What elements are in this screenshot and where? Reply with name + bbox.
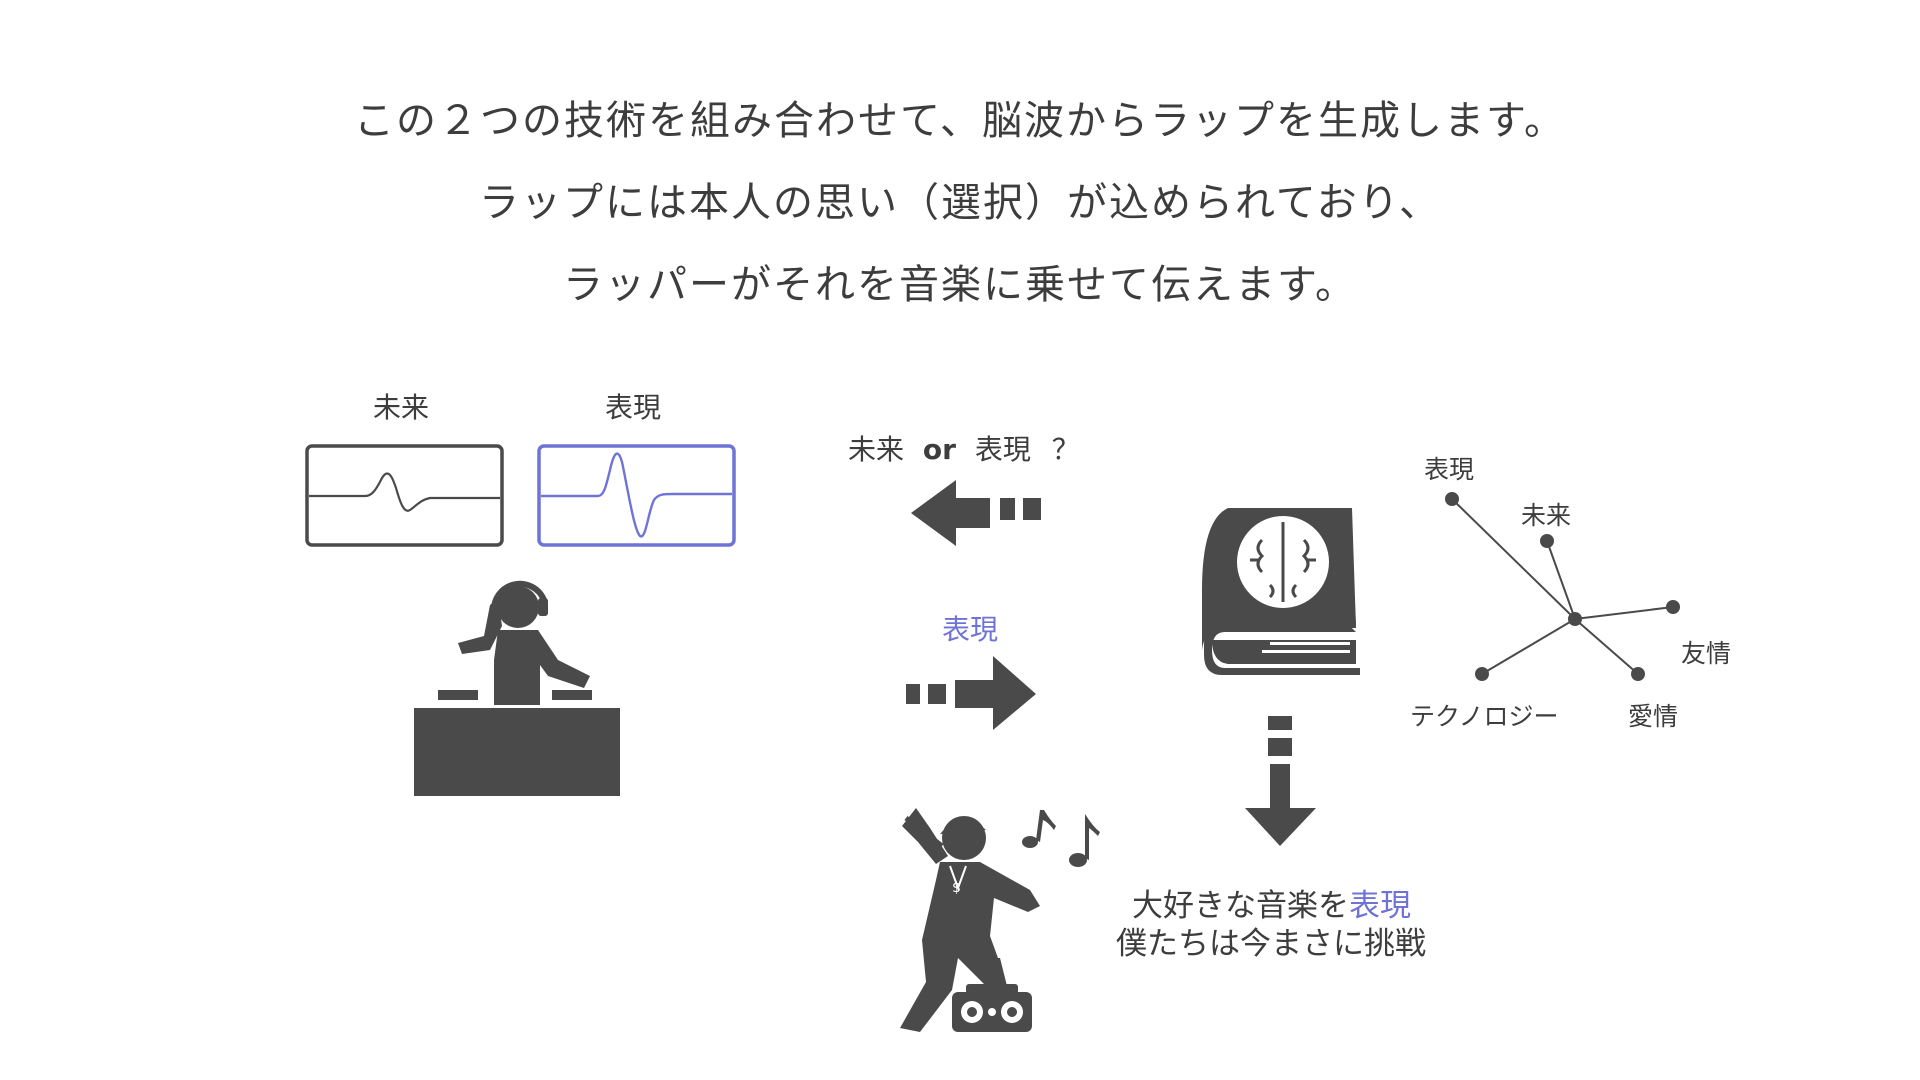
arrow-down-icon (1245, 716, 1316, 846)
arrow-left-icon (911, 480, 1041, 546)
arrow-right-icon (906, 656, 1036, 730)
graph-node-technology: テクノロジー (1410, 702, 1559, 731)
intro-line-2: ラップには本人の思い（選択）が込められており、 (479, 180, 1441, 226)
selected-choice: 表現 (942, 613, 999, 646)
graph-node-friendship: 友情 (1681, 639, 1732, 668)
brain-book-icon (1202, 508, 1360, 675)
caption-prefix: 大好きな音楽を (1132, 888, 1349, 924)
choice-future: 未来 (848, 433, 905, 466)
caption-line-2: 僕たちは今まさに挑戦 (1116, 926, 1426, 962)
intro-line-1: この２つの技術を組み合わせて、脳波からラップを生成します。 (354, 98, 1566, 144)
choice-or: or (922, 433, 956, 466)
svg-text:$: $ (952, 880, 961, 896)
music-notes-icon (1022, 810, 1100, 867)
eeg-label-expression: 表現 (605, 391, 662, 424)
choice-expression: 表現 (974, 433, 1031, 466)
graph-node-future: 未来 (1521, 501, 1572, 530)
boombox-icon (952, 984, 1032, 1032)
eeg-panel-future (305, 444, 504, 547)
choice-question-mark: ？ (1051, 433, 1080, 466)
graph-node-expression: 表現 (1424, 455, 1475, 484)
eeg-label-future: 未来 (373, 391, 430, 424)
eeg-panel-expression (537, 444, 736, 547)
choice-question: 未来 or 表現 ？ (848, 428, 1080, 468)
word-graph (1445, 492, 1680, 681)
caption-line-1: 大好きな音楽を表現 (1132, 880, 1411, 925)
dj-icon (414, 580, 620, 796)
rapper-icon: $ (900, 808, 1040, 1032)
caption-highlight: 表現 (1349, 888, 1411, 924)
graph-node-love: 愛情 (1628, 702, 1679, 731)
intro-line-3: ラッパーがそれを音楽に乗せて伝えます。 (563, 262, 1357, 308)
